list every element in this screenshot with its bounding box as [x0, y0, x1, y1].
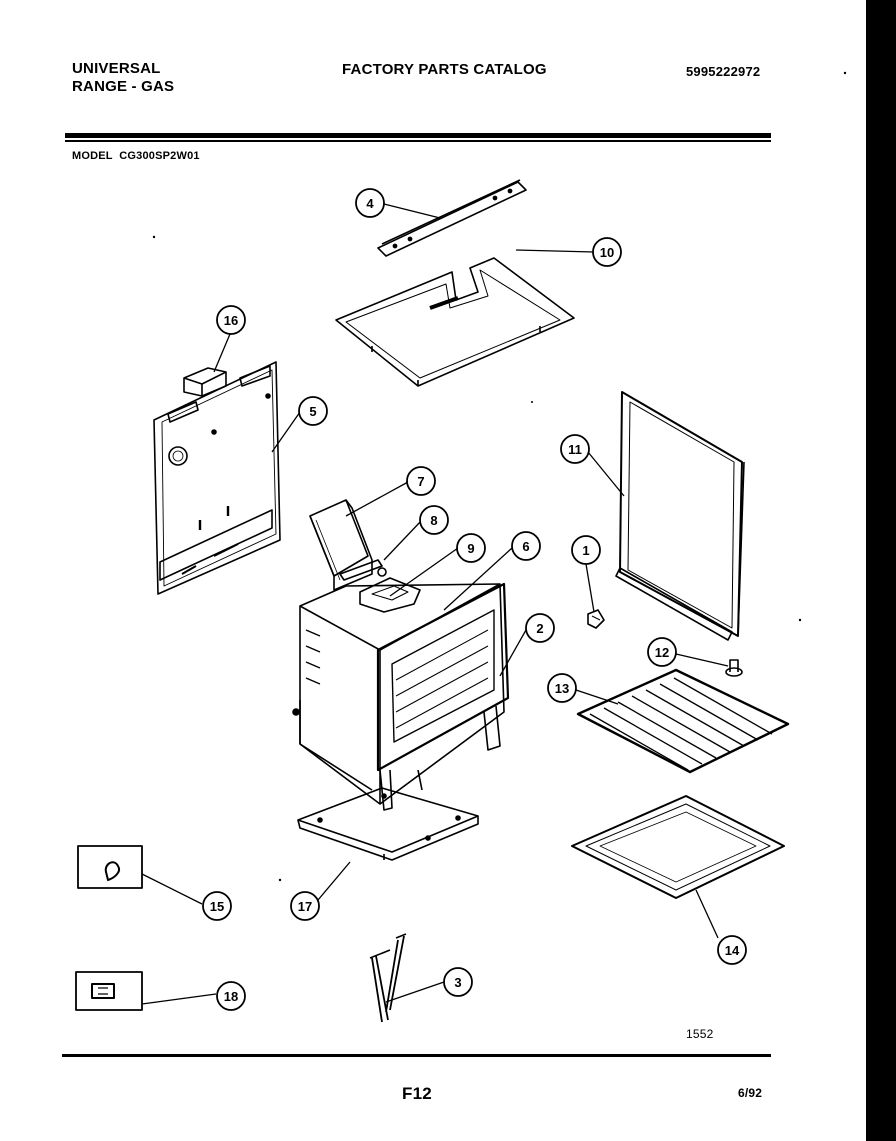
part-14-broiler-tray — [571, 795, 785, 899]
svg-text:13: 13 — [555, 681, 569, 696]
svg-text:8: 8 — [430, 513, 437, 528]
callout-11: 11 — [560, 434, 590, 464]
callout-3: 3 — [443, 967, 473, 997]
callout-7: 7 — [406, 466, 436, 496]
callout-13: 13 — [547, 673, 577, 703]
callout-15: 15 — [202, 891, 232, 921]
part-16-switch-box — [183, 367, 227, 397]
part-11-door-frame — [615, 391, 745, 641]
part-13-oven-rack — [576, 668, 790, 774]
part-18-box — [75, 971, 143, 1011]
part-3-spring — [369, 933, 407, 1023]
part-number: 5995222972 — [686, 64, 761, 79]
catalog-title: FACTORY PARTS CATALOG — [342, 61, 547, 78]
part-8-9-burner — [339, 559, 421, 613]
svg-text:5: 5 — [309, 404, 316, 419]
header-rule-thick — [65, 133, 771, 138]
svg-text:16: 16 — [224, 313, 238, 328]
footer-rule — [62, 1054, 771, 1057]
callout-12: 12 — [647, 637, 677, 667]
callout-10: 10 — [592, 237, 622, 267]
scan-specks — [152, 71, 847, 882]
part-5-rear-panel — [153, 361, 281, 595]
callout-16: 16 — [216, 305, 246, 335]
page-number: F12 — [402, 1084, 432, 1103]
exploded-parts-diagram: 4 10 16 5 11 7 8 9 6 1 2 12 13 15 17 14 … — [75, 71, 847, 1023]
svg-text:17: 17 — [298, 899, 312, 914]
part-6-oven-body — [292, 582, 510, 811]
svg-text:18: 18 — [224, 989, 238, 1004]
callout-bubbles: 4 10 16 5 11 7 8 9 6 1 2 12 13 15 17 14 … — [202, 188, 747, 1011]
callout-2: 2 — [525, 613, 555, 643]
svg-text:12: 12 — [655, 645, 669, 660]
part-1-clip — [587, 609, 605, 629]
svg-text:11: 11 — [568, 442, 582, 457]
callout-1: 1 — [571, 535, 601, 565]
model-line: MODEL CG300SP2W01 — [72, 150, 200, 162]
callout-4: 4 — [355, 188, 385, 218]
callout-5: 5 — [298, 396, 328, 426]
parts-catalog-sheet: UNIVERSAL RANGE - GAS FACTORY PARTS CATA… — [0, 0, 866, 1141]
svg-text:6: 6 — [522, 539, 529, 554]
svg-text:1: 1 — [582, 543, 589, 558]
header-rule-thin — [65, 140, 771, 142]
catalog-date: 6/92 — [738, 1086, 763, 1100]
brand-line-2: RANGE - GAS — [72, 78, 175, 95]
svg-text:7: 7 — [417, 474, 424, 489]
callout-8: 8 — [419, 505, 449, 535]
svg-text:9: 9 — [467, 541, 474, 556]
part-15-box — [77, 845, 143, 889]
callout-9: 9 — [456, 533, 486, 563]
part-17-bottom-panel — [297, 769, 479, 861]
svg-text:4: 4 — [366, 196, 374, 211]
callout-14: 14 — [717, 935, 747, 965]
callout-18: 18 — [216, 981, 246, 1011]
svg-text:14: 14 — [725, 943, 740, 958]
model-code: CG300SP2W01 — [119, 150, 200, 162]
part-7-flue-duct — [309, 499, 373, 591]
part-10-top-panel — [335, 257, 575, 387]
model-label: MODEL — [72, 150, 113, 162]
brand-line-1: UNIVERSAL — [72, 60, 161, 77]
part-12-leveler — [725, 659, 743, 677]
leader-lines — [141, 203, 729, 1005]
drawing-code: 1552 — [686, 1027, 714, 1041]
callout-17: 17 — [290, 891, 320, 921]
svg-text:3: 3 — [454, 975, 461, 990]
part-4-top-rail — [377, 179, 527, 257]
callout-6: 6 — [511, 531, 541, 561]
svg-text:10: 10 — [600, 245, 614, 260]
svg-text:15: 15 — [210, 899, 224, 914]
svg-text:2: 2 — [536, 621, 543, 636]
